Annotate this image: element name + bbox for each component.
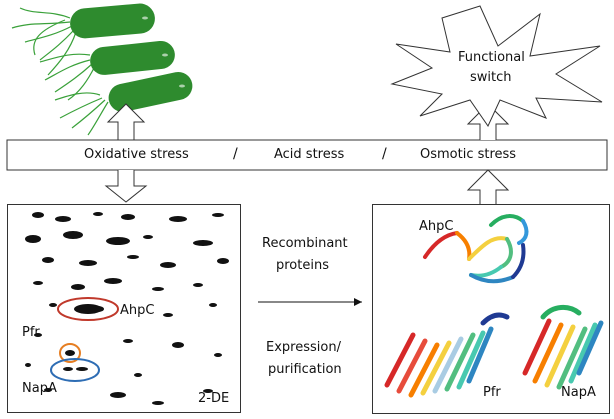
ahpc-circle bbox=[57, 297, 119, 321]
gel-spots bbox=[25, 212, 229, 405]
separator-2: / bbox=[382, 146, 387, 162]
structure-ahpc-label: AhpC bbox=[419, 219, 454, 234]
arrow-right-icon bbox=[354, 298, 362, 306]
switch-label: switch bbox=[470, 70, 512, 85]
arrow-up-left-icon bbox=[106, 103, 146, 140]
recombinant-label: Recombinant bbox=[262, 236, 348, 251]
pfr-structure bbox=[384, 312, 510, 398]
protein-structures bbox=[384, 214, 604, 398]
ahpc-structure bbox=[423, 214, 529, 284]
structure-napa-label: NapA bbox=[561, 385, 596, 400]
acid-stress-label: Acid stress bbox=[274, 147, 345, 162]
gel-method-label: 2-DE bbox=[198, 391, 230, 406]
gel-napa-label: NapA bbox=[22, 381, 57, 396]
functional-label: Functional bbox=[458, 50, 525, 65]
pfr-circle bbox=[59, 343, 81, 363]
gel-ahpc-label: AhpC bbox=[120, 303, 155, 318]
stress-bar bbox=[6, 139, 608, 171]
arrow-up-right-bottom-icon bbox=[466, 169, 510, 204]
oxidative-stress-label: Oxidative stress bbox=[84, 147, 189, 162]
arrow-down-left-icon bbox=[104, 170, 148, 203]
napa-circle bbox=[50, 358, 100, 382]
structure-pfr-label: Pfr bbox=[483, 385, 501, 400]
napa-structure bbox=[522, 305, 604, 390]
separator-1: / bbox=[233, 146, 238, 162]
osmotic-stress-label: Osmotic stress bbox=[420, 147, 517, 162]
expression-label: Expression/ bbox=[266, 340, 341, 355]
structure-panel: AhpC Pfr NapA bbox=[372, 204, 610, 414]
burst-shape bbox=[390, 5, 603, 128]
purification-label: purification bbox=[268, 362, 342, 377]
gel-pfr-label: Pfr bbox=[22, 325, 40, 340]
proteins-label: proteins bbox=[276, 258, 329, 273]
bacteria-icon bbox=[11, 7, 109, 136]
gel-panel: AhpC Pfr NapA 2-DE bbox=[7, 204, 241, 413]
